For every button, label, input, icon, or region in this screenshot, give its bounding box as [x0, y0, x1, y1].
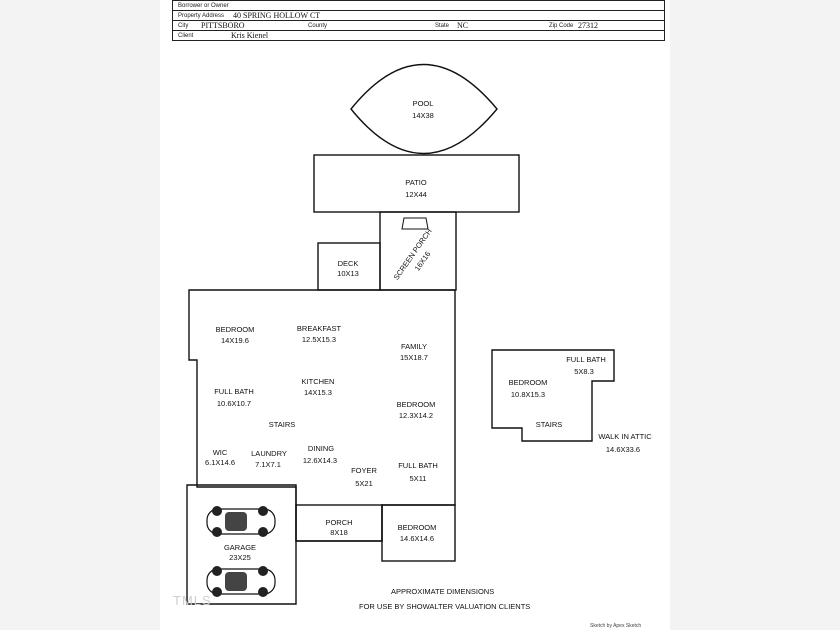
- garage-label: GARAGE: [224, 543, 256, 552]
- city-label: City: [178, 23, 189, 29]
- dining-dim: 12.6X14.3: [303, 456, 337, 465]
- car-icon-top: [206, 506, 276, 537]
- state-label: State: [435, 23, 450, 29]
- tmls-watermark: TMLS: [173, 593, 212, 608]
- deck-dim: 10X13: [337, 269, 359, 278]
- address-label: Property Address: [178, 13, 225, 19]
- client-row: Client Kris Kienel: [172, 30, 665, 41]
- attic-bath-dim: 5X8.3: [574, 367, 594, 376]
- kitchen-label: KITCHEN: [302, 377, 335, 386]
- walk-in-attic-dim: 14.6X33.6: [606, 445, 640, 454]
- breakfast-label: BREAKFAST: [297, 324, 342, 333]
- laundry-dim: 7.1X7.1: [255, 460, 281, 469]
- city-value: PITTSBORO: [201, 21, 245, 30]
- bedroom3-outline: [381, 504, 456, 562]
- family-label: FAMILY: [401, 342, 427, 351]
- family-dim: 15X18.7: [400, 353, 428, 362]
- bedroom2-dim: 12.3X14.2: [399, 411, 433, 420]
- state-value: NC: [457, 21, 469, 30]
- patio-label: PATIO: [405, 178, 427, 187]
- full-bath2-label: FULL BATH: [398, 461, 438, 470]
- bedroom3-dim: 14.6X14.6: [400, 534, 434, 543]
- dining-label: DINING: [308, 444, 334, 453]
- client-label: Client: [178, 33, 194, 39]
- laundry-label: LAUNDRY: [251, 449, 287, 458]
- patio-dim: 12X44: [405, 190, 427, 199]
- attic-bedroom-label: BEDROOM: [509, 378, 548, 387]
- stairs-main-label: STAIRS: [269, 420, 296, 429]
- deck-label: DECK: [338, 259, 359, 268]
- bedroom1-label: BEDROOM: [216, 325, 255, 334]
- wic-label: WIC: [213, 448, 228, 457]
- full-bath1-label: FULL BATH: [214, 387, 254, 396]
- bedroom1-dim: 14X19.6: [221, 336, 249, 345]
- client-value: Kris Kienel: [231, 31, 269, 40]
- foyer-label: FOYER: [351, 466, 377, 475]
- sketch-credit: Sketch by Apex Sketch: [590, 623, 642, 629]
- pool-label: POOL: [413, 99, 434, 108]
- walk-in-attic-label: WALK IN ATTIC: [598, 432, 652, 441]
- garage-dim: 23X25: [229, 553, 251, 562]
- full-bath1-dim: 10.6X10.7: [217, 399, 251, 408]
- address-value: 40 SPRING HOLLOW CT: [233, 11, 321, 20]
- footer-line2: FOR USE BY SHOWALTER VALUATION CLIENTS: [359, 602, 531, 611]
- breakfast-dim: 12.5X15.3: [302, 335, 336, 344]
- car-icon-bottom: [206, 566, 276, 597]
- screen-porch-steps: [401, 217, 429, 230]
- attic-stairs-label: STAIRS: [536, 420, 563, 429]
- full-bath2-dim: 5X11: [410, 474, 427, 483]
- kitchen-dim: 14X15.3: [304, 388, 332, 397]
- attic-bath-label: FULL BATH: [566, 355, 606, 364]
- bedroom2-label: BEDROOM: [397, 400, 436, 409]
- wic-dim: 6.1X14.6: [205, 458, 235, 467]
- porch-dim: 8X18: [330, 528, 348, 537]
- bedroom3-label: BEDROOM: [398, 523, 437, 532]
- porch-label: PORCH: [325, 518, 352, 527]
- pool-outline: [350, 63, 498, 155]
- attic-bedroom-dim: 10.8X15.3: [511, 390, 545, 399]
- attic-outline: [491, 349, 615, 442]
- county-label: County: [308, 23, 328, 29]
- footer-line1: APPROXIMATE DIMENSIONS: [391, 587, 495, 596]
- zip-value: 27312: [578, 21, 598, 30]
- foyer-dim: 5X21: [355, 479, 373, 488]
- zip-label: Zip Code: [549, 23, 574, 29]
- garage-outline: [186, 484, 297, 605]
- borrower-label: Borrower or Owner: [178, 3, 229, 9]
- pool-dim: 14X38: [412, 111, 434, 120]
